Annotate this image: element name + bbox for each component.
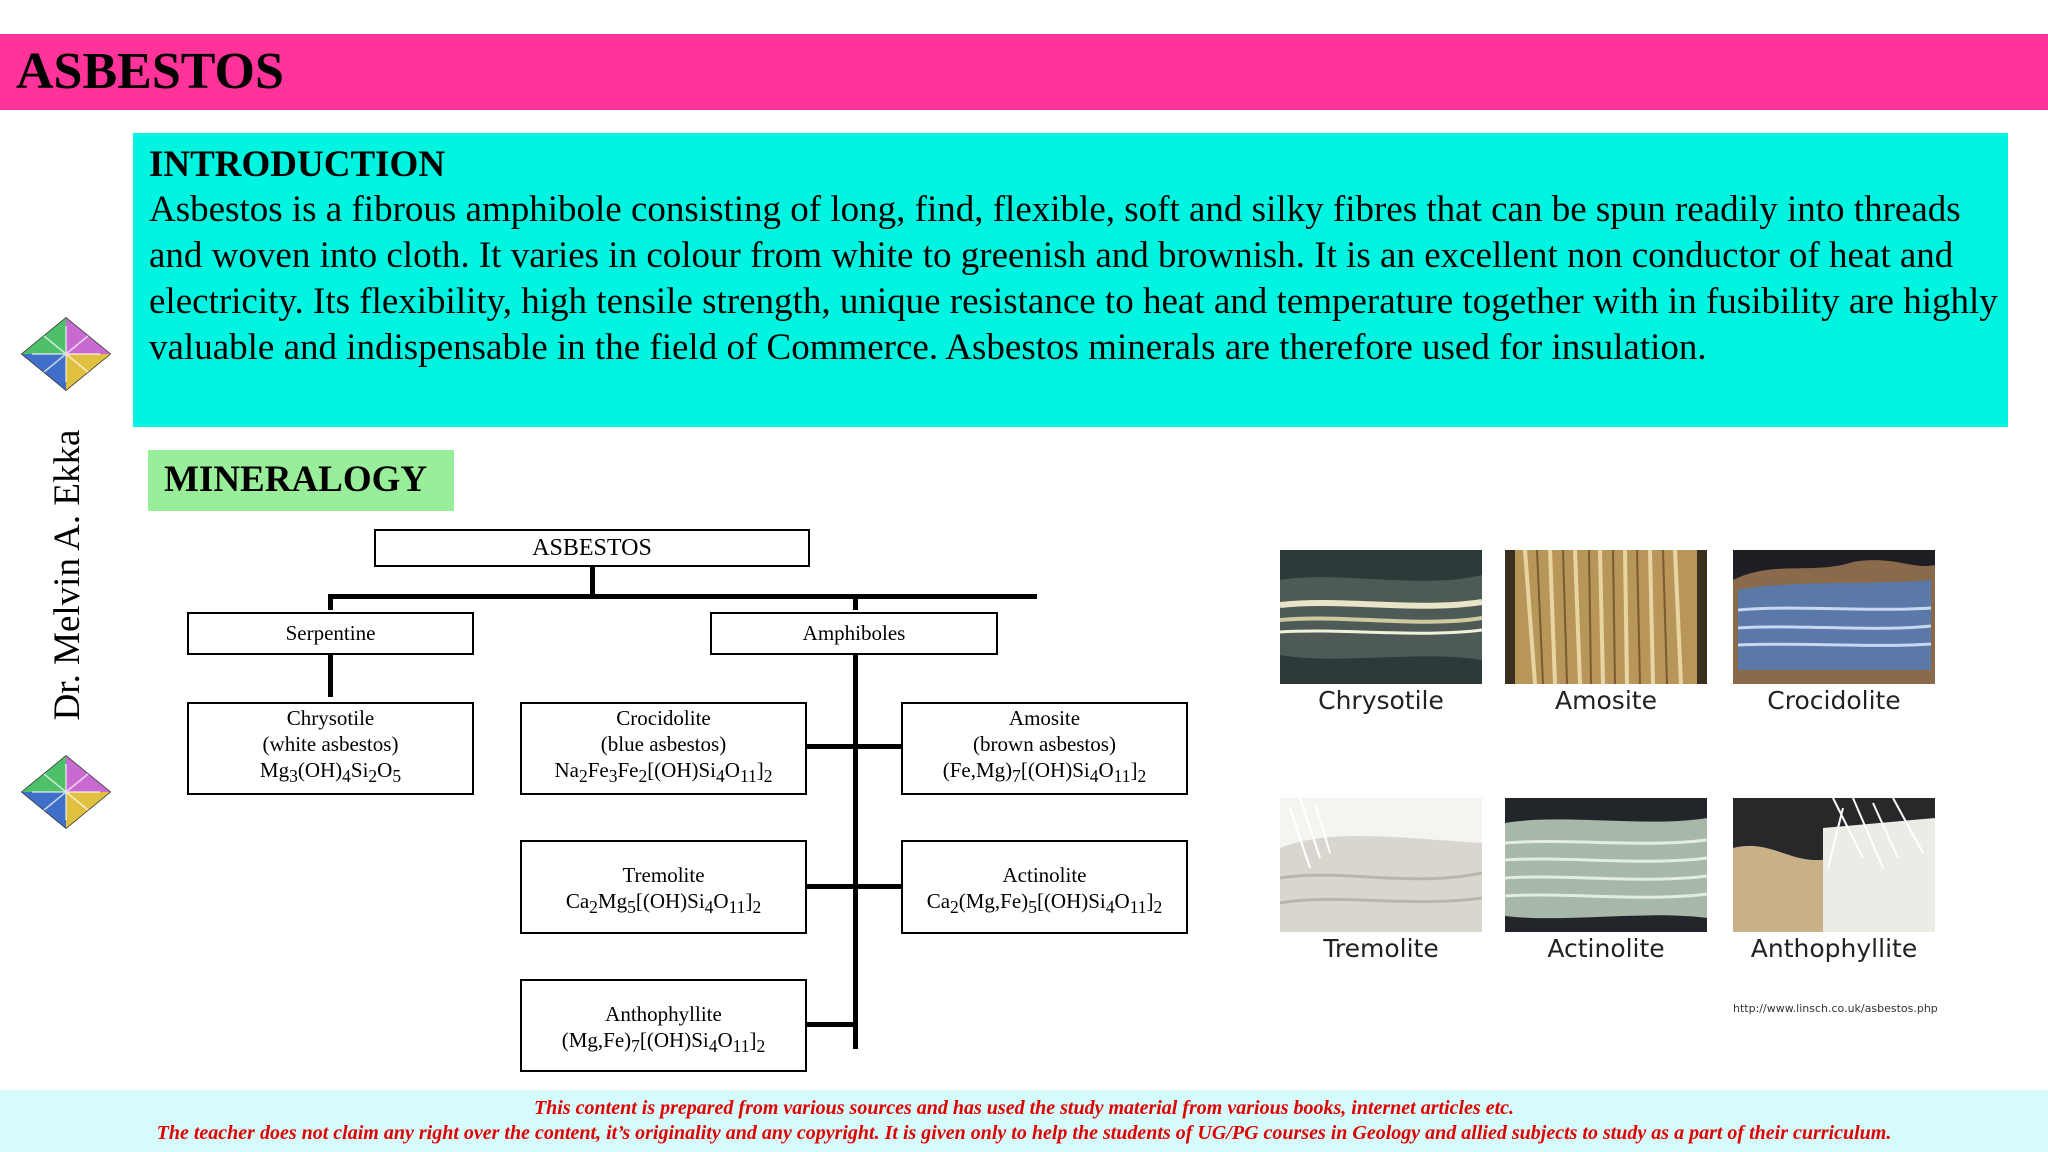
anthophyllite-name: Anthophyllite <box>605 1002 722 1026</box>
serpentine-label: Serpentine <box>285 621 376 645</box>
amosite-photo <box>1505 550 1707 684</box>
classification-chart: ASBESTOS Serpentine Amphiboles Chrysotil… <box>180 520 1200 1080</box>
chrysotile-box: Chrysotile (white asbestos) Mg3(OH)4Si2O… <box>187 702 474 795</box>
amosite-formula: (Fe,Mg)7[(OH)Si4O11]2 <box>942 758 1147 787</box>
disclaimer-line-1: This content is prepared from various so… <box>533 1097 1515 1119</box>
connector-line <box>806 744 902 749</box>
crocidolite-photo <box>1733 550 1935 684</box>
amosite-desc: (brown asbestos) <box>973 732 1116 756</box>
mineralogy-heading: MINERALOGY <box>164 459 428 500</box>
anthophyllite-formula: (Mg,Fe)7[(OH)Si4O11]2 <box>561 1028 766 1057</box>
amphiboles-label: Amphiboles <box>802 621 906 645</box>
connector-line <box>806 1022 856 1027</box>
introduction-box: INTRODUCTION Asbestos is a fibrous amphi… <box>133 133 2008 427</box>
photo-label: Tremolite <box>1323 934 1439 963</box>
connector-line <box>590 567 595 597</box>
photo-label: Chrysotile <box>1318 686 1444 715</box>
anthophyllite-box: Anthophyllite (Mg,Fe)7[(OH)Si4O11]2 <box>520 979 807 1072</box>
title-bar: ASBESTOS <box>0 34 2048 110</box>
amosite-box: Amosite (brown asbestos) (Fe,Mg)7[(OH)Si… <box>901 702 1188 795</box>
mineralogy-box: MINERALOGY <box>148 450 454 511</box>
photo-source-url[interactable]: http://www.linsch.co.uk/asbestos.php <box>1733 1002 1938 1015</box>
connector-line <box>853 655 858 1049</box>
connector-line <box>328 655 333 697</box>
photo-label: Actinolite <box>1547 934 1665 963</box>
photo-label: Crocidolite <box>1767 686 1901 715</box>
chrysotile-name: Chrysotile <box>286 706 375 730</box>
chrysotile-desc: (white asbestos) <box>262 732 399 756</box>
connector-line <box>806 884 902 889</box>
actinolite-box: Actinolite Ca2(Mg,Fe)5[(OH)Si4O11]2 <box>901 840 1188 934</box>
tremolite-box: Tremolite Ca2Mg5[(OH)Si4O11]2 <box>520 840 807 934</box>
chart-root-box: ASBESTOS <box>374 529 810 567</box>
anthophyllite-photo <box>1733 798 1935 932</box>
actinolite-photo <box>1505 798 1707 932</box>
introduction-body: Asbestos is a fibrous amphibole consisti… <box>149 189 1998 368</box>
chart-root-label: ASBESTOS <box>532 535 652 561</box>
disclaimer-line-2: The teacher does not claim any right ove… <box>156 1122 1892 1144</box>
crocidolite-name: Crocidolite <box>616 706 711 730</box>
photo-label: Amosite <box>1555 686 1657 715</box>
connector-line <box>328 594 333 610</box>
tremolite-formula: Ca2Mg5[(OH)Si4O11]2 <box>565 889 762 918</box>
introduction-heading: INTRODUCTION <box>149 144 446 185</box>
connector-line <box>328 594 1037 599</box>
chrysotile-photo <box>1280 550 1482 684</box>
crocidolite-desc: (blue asbestos) <box>600 732 727 756</box>
serpentine-box: Serpentine <box>187 612 474 655</box>
amphiboles-box: Amphiboles <box>710 612 998 655</box>
photo-label: Anthophyllite <box>1750 934 1918 963</box>
tremolite-photo <box>1280 798 1482 932</box>
chrysotile-formula: Mg3(OH)4Si2O5 <box>259 758 402 787</box>
crocidolite-formula: Na2Fe3Fe2[(OH)Si4O11]2 <box>554 758 773 787</box>
tremolite-name: Tremolite <box>622 863 705 887</box>
actinolite-formula: Ca2(Mg,Fe)5[(OH)Si4O11]2 <box>926 889 1163 918</box>
disclaimer-footer: This content is prepared from various so… <box>0 1090 2048 1152</box>
gem-icon <box>20 755 112 829</box>
connector-line <box>853 594 858 610</box>
actinolite-name: Actinolite <box>1002 863 1087 887</box>
amosite-name: Amosite <box>1008 706 1081 730</box>
gem-icon <box>20 317 112 391</box>
slide-title: ASBESTOS <box>16 43 284 100</box>
author-name: Dr. Melvin A. Ekka <box>47 429 88 721</box>
crocidolite-box: Crocidolite (blue asbestos) Na2Fe3Fe2[(O… <box>520 702 807 795</box>
